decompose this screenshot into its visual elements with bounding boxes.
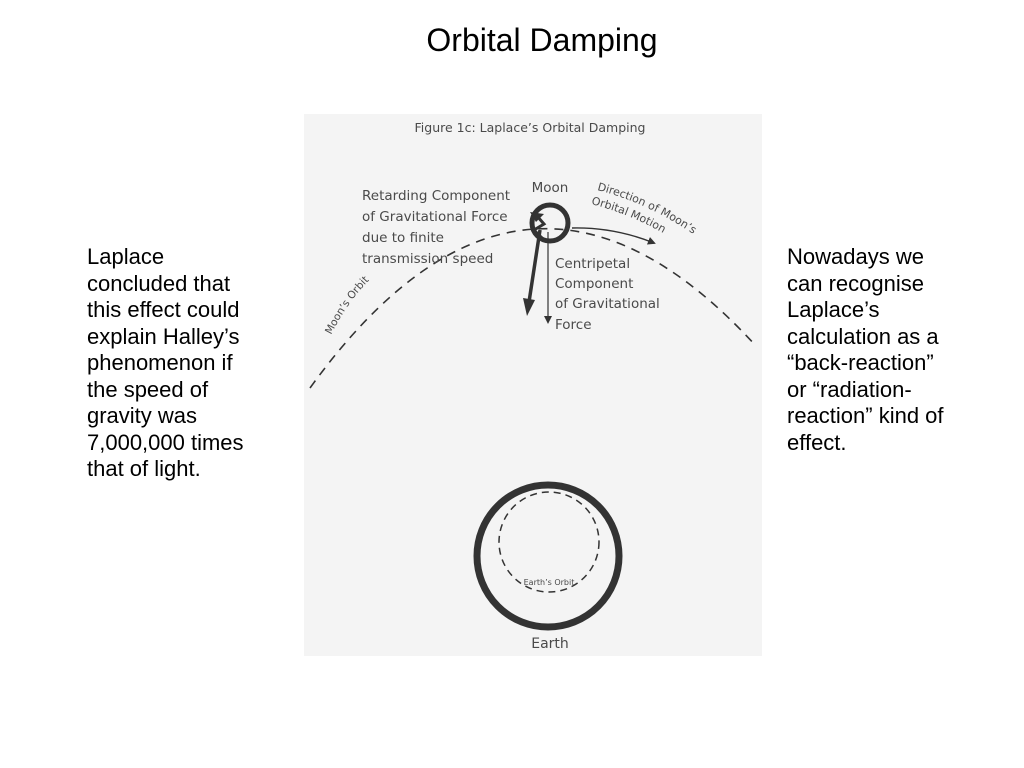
left-text-line: this effect could — [87, 297, 240, 322]
slide-title: Orbital Damping — [426, 22, 658, 58]
orbital-motion-arrow — [571, 227, 656, 245]
right-text-block: Nowadays we can recognise Laplace’s calc… — [787, 244, 982, 456]
net-force-arrow-head — [523, 298, 535, 316]
figure-svg: Figure 1c: Laplace’s Orbital Damping Moo… — [304, 114, 762, 656]
retarding-label: Retarding Component of Gravitational For… — [362, 188, 514, 267]
left-text-line: gravity was — [87, 403, 198, 428]
left-text-line: the speed of — [87, 376, 209, 402]
retarding-arrow-head — [530, 212, 544, 222]
right-text-line: can recognise — [787, 270, 924, 296]
moon-label: Moon — [532, 180, 569, 196]
left-text-line: 7,000,000 times — [87, 429, 244, 455]
figure-background — [304, 114, 762, 656]
centripetal-label: Centripetal Component of Gravitational F… — [555, 256, 664, 333]
left-text-line: concluded that — [87, 270, 231, 296]
retarding-label-line: Retarding Component — [362, 188, 510, 204]
orbital-damping-figure: Figure 1c: Laplace’s Orbital Damping Moo… — [304, 114, 762, 656]
centripetal-label-line: of Gravitational — [555, 296, 660, 312]
earth-circle — [473, 481, 623, 631]
centripetal-label-line: Centripetal — [555, 256, 630, 272]
right-text-line: effect. — [787, 429, 847, 455]
centripetal-label-line: Component — [555, 276, 633, 292]
left-text-line: phenomenon if — [87, 350, 233, 375]
right-text-line: or “radiation- — [787, 376, 912, 402]
left-text-line: Laplace — [87, 244, 165, 269]
left-text-line: that of light. — [87, 456, 201, 481]
net-force-arrow — [527, 229, 542, 303]
right-text-line: calculation as a — [787, 323, 939, 349]
right-text-line: Laplace’s — [787, 297, 880, 322]
left-text-line: explain Halley’s — [87, 323, 240, 349]
right-text-line: Nowadays we — [787, 244, 924, 269]
moon-orbit-arc — [309, 228, 757, 389]
earth-orbit-circle — [498, 491, 600, 593]
retarding-label-line: transmission speed — [362, 251, 493, 267]
earth-orbit-label: Earth’s Orbit — [524, 578, 575, 587]
centripetal-label-line: Force — [555, 317, 592, 333]
left-text-block: Laplace concluded that this effect could… — [87, 244, 282, 483]
moon-circle — [529, 202, 571, 244]
right-text-line: reaction” kind of — [787, 403, 944, 428]
figure-caption: Figure 1c: Laplace’s Orbital Damping — [415, 120, 646, 135]
right-text-line: “back-reaction” — [787, 350, 934, 375]
retarding-label-line: due to finite — [362, 230, 444, 246]
retarding-label-line: of Gravitational Force — [362, 209, 508, 225]
earth-label: Earth — [531, 636, 569, 652]
